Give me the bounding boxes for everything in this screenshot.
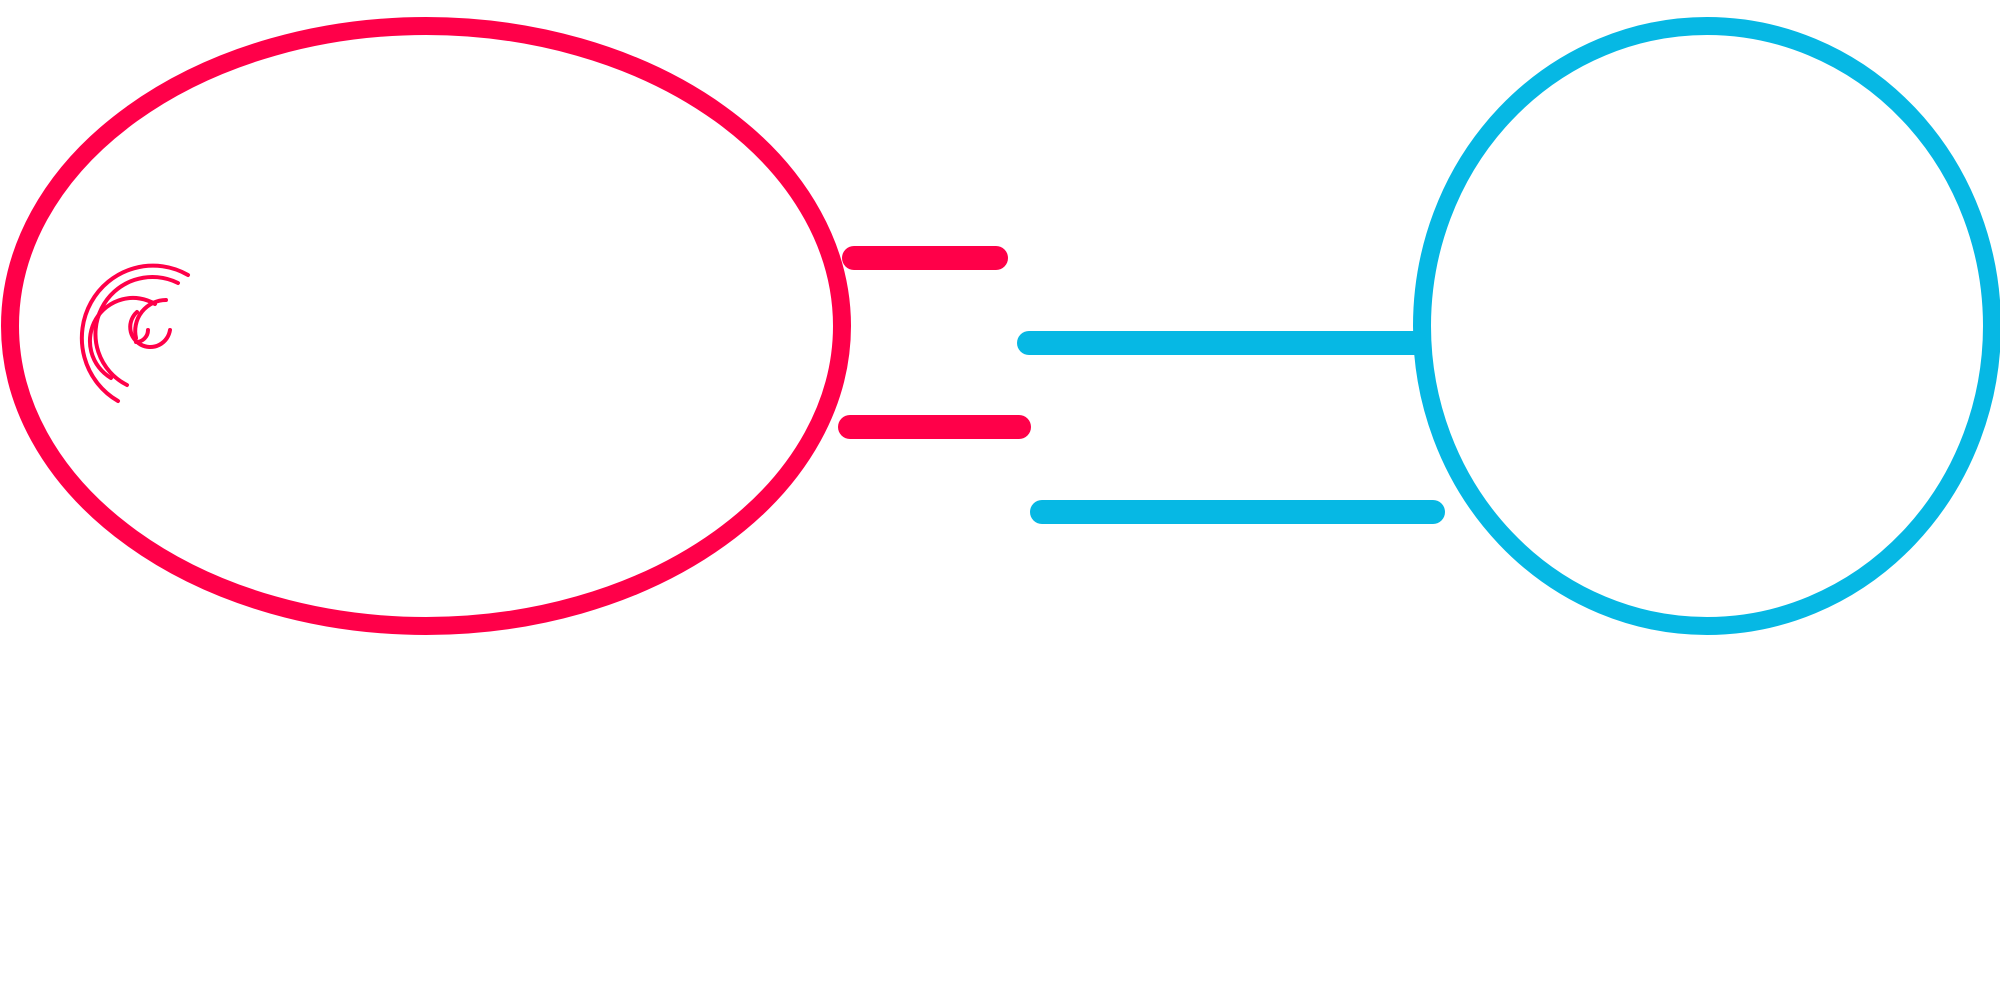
left-circle — [1, 17, 851, 635]
connector-bar-red-2 — [838, 415, 1031, 439]
connector-bar-blue-1 — [1017, 331, 1427, 355]
connector-bar-blue-2 — [1030, 500, 1445, 524]
right-circle — [1413, 17, 2000, 635]
connector-bar-red-1 — [842, 246, 1008, 270]
signal-arcs-icon — [79, 263, 190, 403]
